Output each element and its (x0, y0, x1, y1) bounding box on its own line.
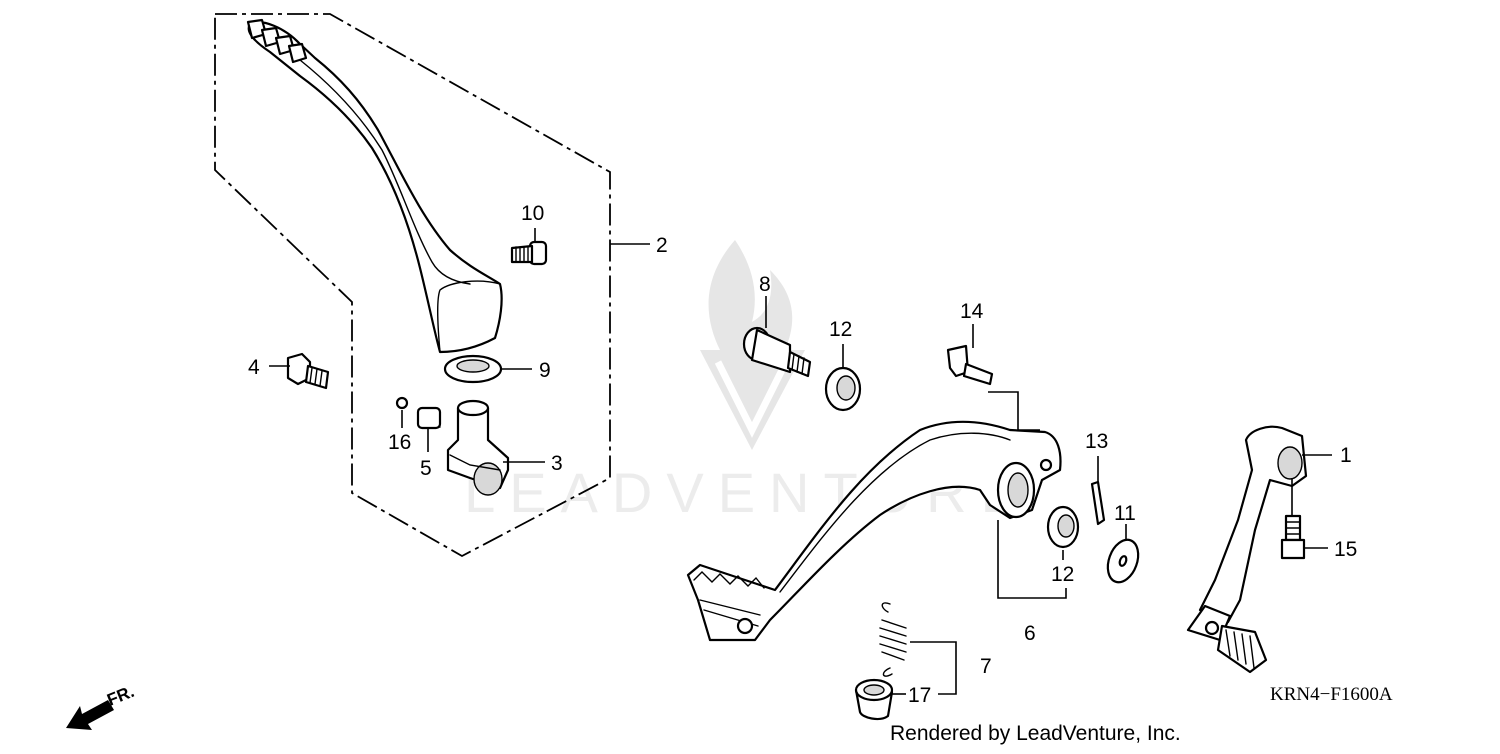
render-credit: Rendered by LeadVenture, Inc. (890, 722, 1181, 745)
callout-11: 11 (1114, 502, 1136, 525)
collar-17-drawing (854, 678, 894, 721)
ball-16-drawing (395, 396, 409, 410)
callout-4: 4 (248, 356, 260, 379)
seal-12-lower-drawing (1046, 505, 1080, 549)
callout-8: 8 (759, 273, 771, 296)
spring-7-drawing (879, 602, 907, 677)
callout-12-upper: 12 (829, 318, 852, 341)
callout-10: 10 (521, 202, 544, 225)
leader-lines (269, 228, 1332, 695)
front-direction-indicator: FR. (66, 682, 137, 730)
kickstarter-assembly-outline (214, 13, 611, 558)
cotter-pin-13-drawing (1090, 480, 1106, 526)
kickstarter-arm-drawing (246, 18, 503, 354)
spindle-3-drawing (446, 399, 510, 496)
callout-13: 13 (1085, 430, 1108, 453)
callout-5: 5 (420, 457, 432, 480)
callout-16: 16 (388, 431, 411, 454)
brake-pedal-6-drawing (686, 420, 1062, 642)
seal-9-drawing (443, 354, 503, 384)
callout-1: 1 (1340, 444, 1352, 467)
callout-6: 6 (1024, 622, 1036, 645)
front-label: FR. (104, 682, 137, 710)
arrow-left-icon (66, 700, 114, 730)
callout-7: 7 (980, 655, 992, 678)
callout-17: 17 (908, 684, 931, 707)
gearshift-pedal-1-drawing (1186, 425, 1308, 674)
bolt-10-drawing (510, 240, 548, 266)
callout-2: 2 (656, 234, 668, 257)
callout-3: 3 (551, 452, 563, 475)
bolt-15-drawing (1280, 514, 1306, 560)
pin-14-drawing (946, 344, 994, 386)
callout-12-lower: 12 (1051, 563, 1074, 586)
bolt-4-drawing (286, 352, 330, 390)
diagram-code: KRN4−F1600A (1270, 684, 1393, 705)
washer-11-drawing (1106, 538, 1140, 584)
pivot-bolt-8-drawing (742, 326, 812, 378)
callout-14: 14 (960, 300, 984, 323)
callout-15: 15 (1334, 538, 1357, 561)
callout-9: 9 (539, 359, 551, 382)
callout-labels: 1 2 3 4 5 6 7 8 9 10 11 12 12 13 14 15 1… (248, 202, 1357, 707)
seal-12-upper-drawing (824, 366, 862, 412)
spring-5-drawing (416, 406, 442, 430)
